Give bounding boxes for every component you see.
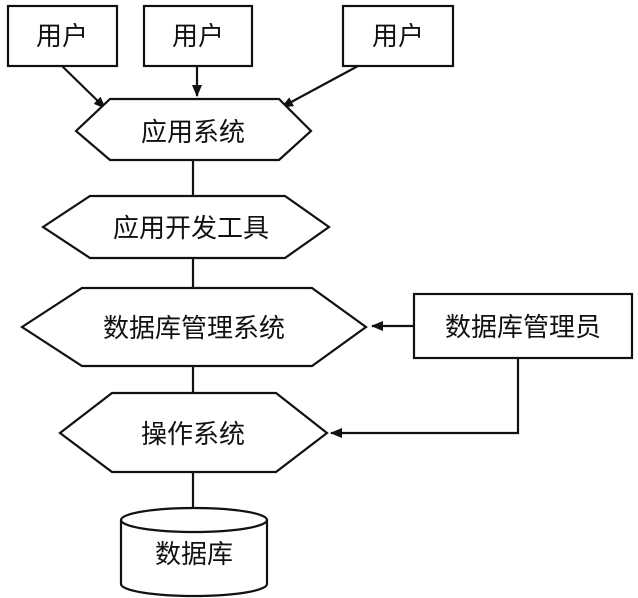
arrow-user1-to-app — [61, 65, 106, 109]
database-cylinder: 数据库 — [119, 506, 269, 598]
user-box-3-label: 用户 — [372, 22, 424, 52]
dbms-label: 数据库管理系统 — [103, 314, 285, 344]
os-label: 操作系统 — [141, 420, 245, 450]
user-box-1-label: 用户 — [36, 22, 88, 52]
app-system-label: 应用系统 — [141, 118, 245, 148]
arrow-dba-to-os — [330, 358, 520, 438]
dbms-hexagon: 数据库管理系统 — [19, 286, 368, 368]
app-system-hexagon: 应用系统 — [74, 97, 313, 162]
dba-box: 数据库管理员 — [412, 292, 634, 360]
user-box-2-label: 用户 — [172, 22, 224, 52]
dba-label: 数据库管理员 — [445, 313, 601, 343]
user-box-1: 用户 — [6, 4, 119, 68]
database-label: 数据库 — [155, 540, 233, 570]
user-box-3: 用户 — [341, 4, 455, 68]
os-hexagon: 操作系统 — [58, 391, 329, 474]
dev-tools-hexagon: 应用开发工具 — [41, 194, 331, 260]
dev-tools-label: 应用开发工具 — [113, 214, 269, 244]
arrow-user3-to-app — [281, 65, 359, 108]
user-box-2: 用户 — [142, 4, 254, 68]
